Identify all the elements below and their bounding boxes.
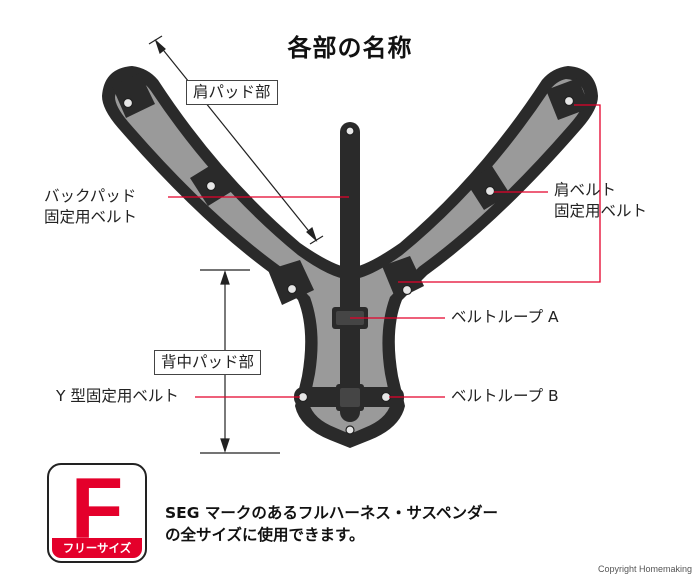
rivets xyxy=(122,95,575,435)
label-shoulder-belt-line1: 肩ベルト xyxy=(554,181,617,199)
label-y-belt: Y 型固定用ベルト xyxy=(56,387,179,405)
label-back-pad-belt-line2: 固定用ベルト xyxy=(44,208,138,226)
compatibility-line1: SEG マークのあるフルハーネス・サスペンダー xyxy=(165,504,498,522)
copyright: Copyright Homemaking xyxy=(597,564,692,574)
label-belt-loop-b: ベルトループ B xyxy=(451,387,559,405)
free-size-badge-caption: フリーサイズ xyxy=(52,538,142,558)
page-title: 各部の名称 xyxy=(287,34,413,62)
label-shoulder-belt-line2: 固定用ベルト xyxy=(554,202,648,220)
center-vertical-strap xyxy=(340,122,360,422)
left-shoulder-straps xyxy=(112,73,314,305)
label-belt-loop-a: ベルトループ A xyxy=(451,308,559,326)
label-back-center-pad: 背中パッド部 xyxy=(154,350,262,375)
back-pad-dimension xyxy=(200,269,280,454)
label-back-pad-belt-line1: バックパッド xyxy=(44,187,137,205)
compatibility-note: SEG マークのあるフルハーネス・サスペンダー の全サイズに使用できます。 xyxy=(165,502,498,546)
label-back-pad-belt: バックパッド 固定用ベルト xyxy=(44,186,137,228)
shoulder-pad-dimension xyxy=(148,35,324,245)
label-shoulder-pad: 肩パッド部 xyxy=(186,80,278,105)
free-size-badge: F フリーサイズ xyxy=(47,463,147,563)
compatibility-line2: の全サイズに使用できます。 xyxy=(165,526,365,544)
leader-lines xyxy=(168,104,601,398)
label-shoulder-belt: 肩ベルト 固定用ベルト xyxy=(554,180,647,222)
